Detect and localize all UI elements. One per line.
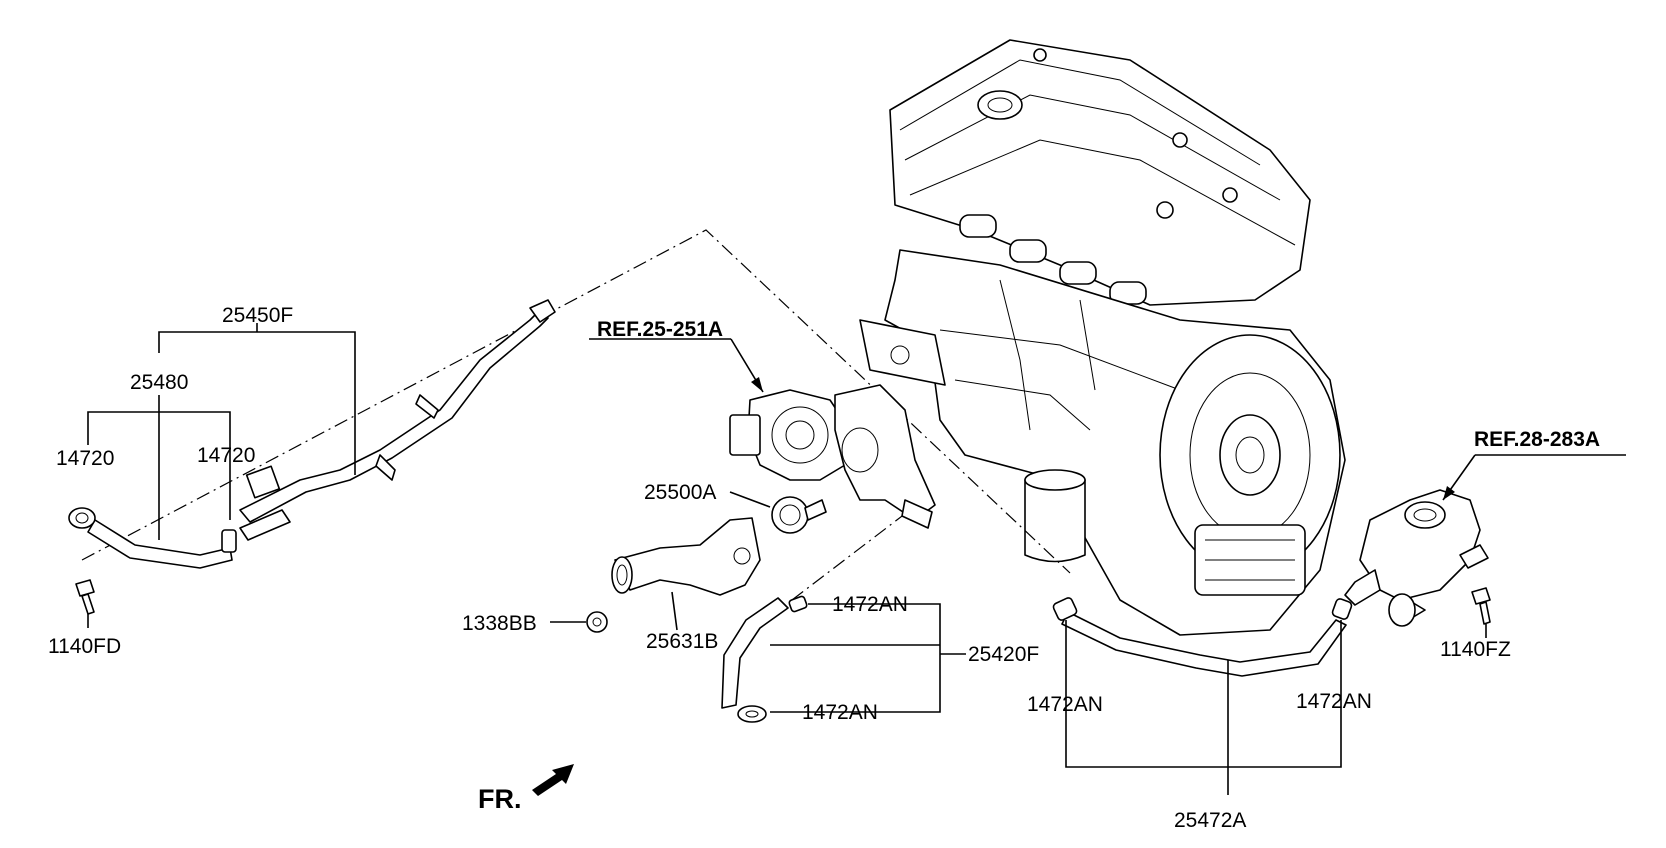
bolt-1140FD	[75, 579, 95, 615]
water-outlet-ref-28-283A	[1344, 489, 1489, 627]
label-1472AN-a: 1472AN	[832, 593, 908, 616]
coolant-pipe-25450F	[239, 299, 556, 523]
label-25472A: 25472A	[1174, 809, 1246, 832]
label-25480: 25480	[130, 371, 188, 394]
thermostat-25500A	[771, 496, 827, 534]
clamp-14720-left	[68, 507, 96, 529]
label-25631B: 25631B	[646, 630, 718, 653]
hose-25480	[87, 509, 291, 569]
water-inlet-25631B	[611, 517, 761, 596]
water-pump-ref-25-251A	[729, 389, 851, 481]
thermostat-housing	[834, 384, 936, 529]
clamp-1472AN-d	[1331, 598, 1353, 620]
engine-assembly	[859, 39, 1346, 636]
clamp-1472AN-b	[737, 705, 767, 723]
label-front: FR.	[478, 784, 522, 814]
label-1472AN-d: 1472AN	[1296, 690, 1372, 713]
label-1472AN-b: 1472AN	[802, 701, 878, 724]
label-25500A: 25500A	[644, 481, 716, 504]
label-1140FD: 1140FD	[48, 635, 121, 658]
leader-lines	[87, 323, 1626, 795]
label-25420F: 25420F	[968, 643, 1039, 666]
label-14720-right: 14720	[197, 444, 255, 467]
assembly-centerlines	[81, 229, 1071, 601]
label-1338BB: 1338BB	[462, 612, 537, 635]
front-arrow-icon	[532, 764, 574, 796]
nut-1338BB	[586, 611, 608, 633]
bolt-1140FZ	[1471, 587, 1491, 625]
label-1140FZ: 1140FZ	[1440, 638, 1511, 661]
hose-25420F	[721, 597, 789, 709]
part-labels: 25450F 25480 14720 14720 1140FD REF.25-2…	[48, 304, 1600, 832]
clamp-14720-right	[221, 529, 237, 553]
clamp-1472AN-a	[788, 595, 808, 613]
label-1472AN-c: 1472AN	[1027, 693, 1103, 716]
hose-25472A	[1061, 611, 1347, 677]
label-25450F: 25450F	[222, 304, 293, 327]
label-ref-25-251A: REF.25-251A	[597, 318, 723, 341]
label-14720-left: 14720	[56, 447, 114, 470]
label-ref-28-283A: REF.28-283A	[1474, 428, 1600, 451]
clamp-1472AN-c	[1052, 597, 1078, 621]
